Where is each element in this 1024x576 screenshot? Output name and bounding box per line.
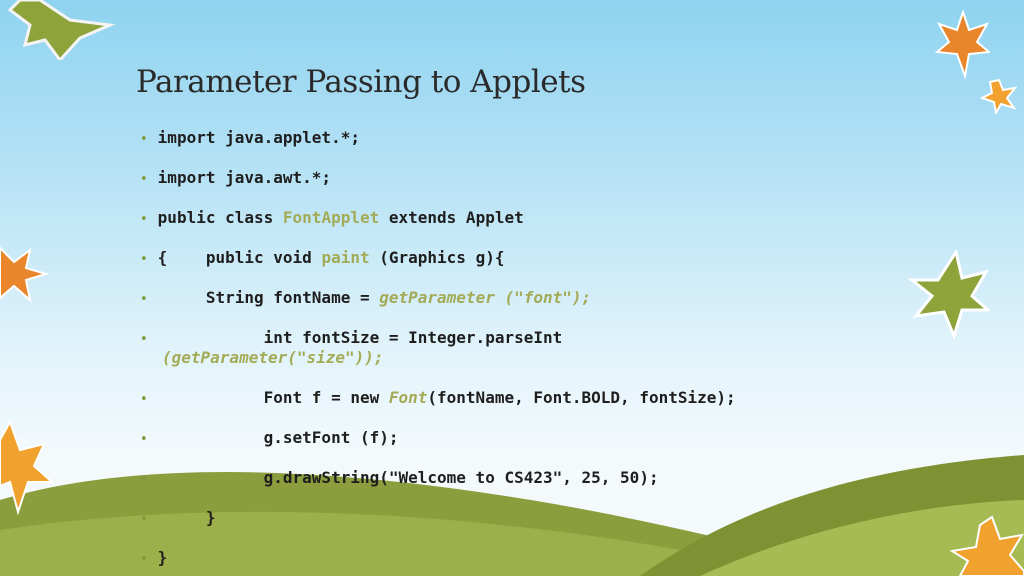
- bullet-icon: •: [140, 392, 148, 407]
- leaf-icon: [950, 515, 1024, 576]
- bullet-icon: •: [140, 512, 148, 527]
- bullet-icon: •: [140, 552, 148, 567]
- code-line: •{ public void paint (Graphics g){: [140, 248, 505, 267]
- code-line-continuation: (getParameter("size"));: [162, 348, 384, 367]
- slide-title: Parameter Passing to Applets: [136, 64, 586, 100]
- code-line: •public class FontApplet extends Applet: [140, 208, 524, 227]
- code-line: • Font f = new Font(fontName, Font.BOLD,…: [140, 388, 736, 407]
- bullet-icon: •: [140, 212, 148, 227]
- code-line: •}: [140, 548, 168, 567]
- bullet-icon: •: [140, 292, 148, 307]
- code-line: • }: [140, 508, 216, 527]
- leaf-icon: [935, 10, 990, 80]
- code-line: •import java.awt.*;: [140, 168, 332, 187]
- bullet-icon: •: [140, 252, 148, 267]
- bullet-icon: •: [140, 132, 148, 147]
- leaf-icon: [7, 0, 116, 60]
- leaf-icon: [908, 250, 990, 341]
- leaf-icon: [980, 78, 1018, 114]
- leaf-icon: [0, 246, 48, 303]
- bullet-icon: •: [140, 472, 148, 487]
- leaf-icon: [0, 420, 55, 515]
- code-line: •import java.applet.*;: [140, 128, 360, 147]
- bullet-icon: •: [140, 432, 148, 447]
- code-line: • g.drawString("Welcome to CS423", 25, 5…: [140, 468, 659, 487]
- bullet-icon: •: [140, 172, 148, 187]
- code-line: • String fontName = getParameter ("font"…: [140, 288, 592, 307]
- bullet-icon: •: [140, 332, 148, 347]
- code-line: • g.setFont (f);: [140, 428, 399, 447]
- code-line: • int fontSize = Integer.parseInt: [140, 328, 563, 347]
